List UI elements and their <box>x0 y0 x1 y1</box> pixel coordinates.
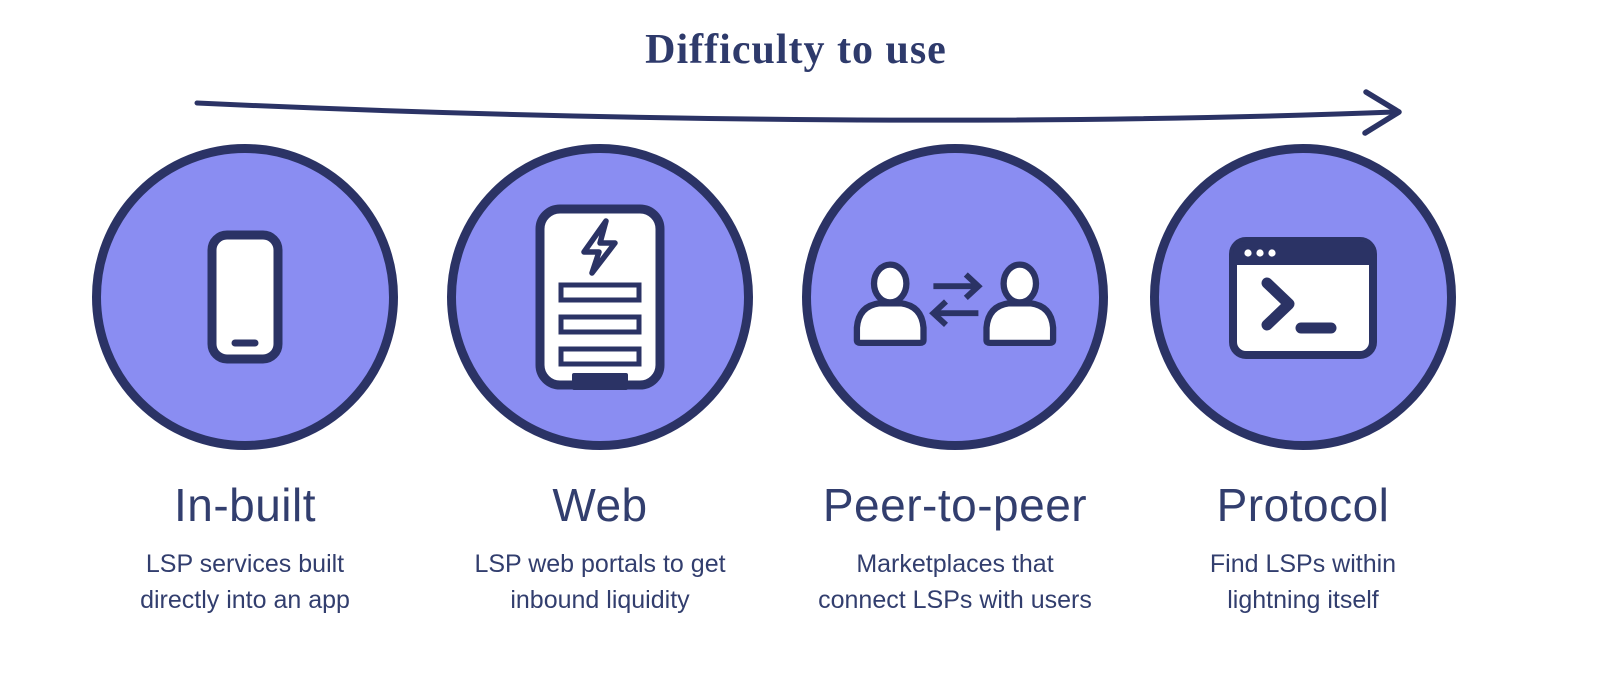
item-description: Find LSPs within lightning itself <box>1113 546 1493 618</box>
lightning-form-icon <box>535 204 665 390</box>
item-description-line: lightning itself <box>1227 586 1379 614</box>
item-description-line: Find LSPs within <box>1209 550 1397 578</box>
in-built-circle <box>92 144 398 450</box>
phone-icon <box>207 230 283 364</box>
item-in-built: In-built LSP services built directly int… <box>55 144 435 618</box>
difficulty-axis-arrow-icon <box>194 89 1402 136</box>
terminal-icon <box>1229 237 1377 359</box>
item-description-line: connect LSPs with users <box>818 586 1092 614</box>
diagram-title: Difficulty to use <box>645 27 947 73</box>
item-description: Marketplaces that connect LSPs with user… <box>765 546 1145 618</box>
item-peer-to-peer: Peer-to-peer Marketplaces that connect L… <box>765 144 1145 618</box>
item-description: LSP services built directly into an app <box>55 546 435 618</box>
item-title: Web <box>552 479 648 531</box>
item-description-line: Marketplaces that <box>856 550 1054 578</box>
peer-exchange-icon <box>853 261 1057 347</box>
item-description-line: directly into an app <box>140 586 350 614</box>
item-title: In-built <box>173 479 317 531</box>
item-description-line: inbound liquidity <box>510 586 690 614</box>
item-description-line: LSP services built <box>145 550 345 578</box>
item-description: LSP web portals to get inbound liquidity <box>410 546 790 618</box>
item-web: Web LSP web portals to get inbound liqui… <box>410 144 790 618</box>
peer-to-peer-circle <box>802 144 1108 450</box>
item-protocol: Protocol Find LSPs within lightning itse… <box>1113 144 1493 618</box>
item-description-line: LSP web portals to get <box>474 550 726 578</box>
protocol-circle <box>1150 144 1456 450</box>
item-title: Peer-to-peer <box>822 479 1088 531</box>
item-title: Protocol <box>1216 479 1390 531</box>
web-circle <box>447 144 753 450</box>
